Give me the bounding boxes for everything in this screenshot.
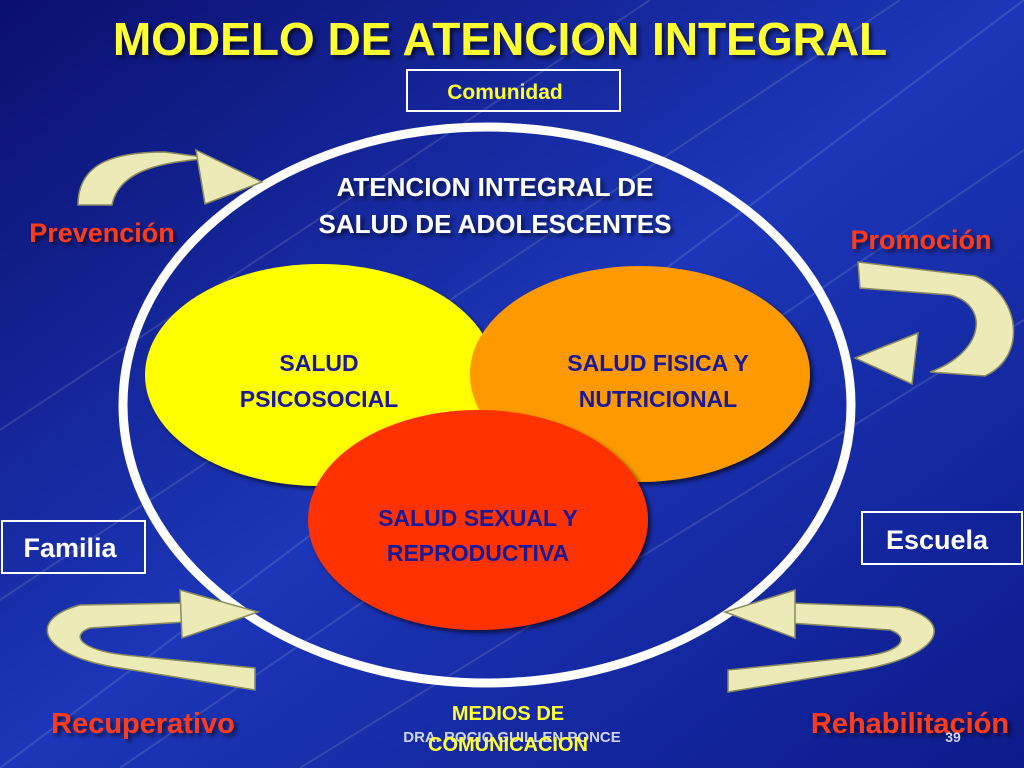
familia-box [1, 520, 146, 574]
arrow-right-icon [853, 261, 1015, 386]
arrow-bottom-right-icon [722, 588, 935, 693]
center-title-line1: ATENCION INTEGRAL DE [337, 172, 654, 202]
sexual-label-line2: REPRODUCTIVA [387, 540, 569, 566]
slide-title: MODELO DE ATENCION INTEGRAL [113, 13, 887, 65]
medios-label-line1: MEDIOS DE [452, 703, 564, 725]
medios-label-line2: COMUNICACION [428, 734, 588, 756]
promocion-label: Promoción [850, 225, 991, 255]
community-box [406, 69, 621, 112]
escuela-box [861, 511, 1023, 565]
recuperativo-label: Recuperativo [51, 708, 235, 740]
fisica-label-line2: NUTRICIONAL [579, 386, 737, 412]
psicosocial-label-line1: SALUD [279, 350, 358, 376]
escuela-label: Escuela [886, 525, 989, 555]
center-title-line2: SALUD DE ADOLESCENTES [319, 209, 672, 239]
psicosocial-label-line2: PSICOSOCIAL [240, 386, 398, 412]
outer-ellipse [118, 122, 856, 688]
sexual-label-line1: SALUD SEXUAL Y [378, 505, 578, 531]
circle-sexual-reproductiva [308, 410, 648, 630]
familia-label: Familia [23, 533, 117, 563]
page-number: 39 [945, 729, 961, 745]
arrow-top-left-icon [77, 148, 264, 206]
community-label: Comunidad [447, 81, 563, 104]
arrow-bottom-left-icon [46, 588, 261, 691]
rehabilitacion-label: Rehabilitación [811, 708, 1009, 740]
prevencion-label: Prevención [29, 218, 175, 248]
fisica-label-line1: SALUD FISICA Y [567, 350, 748, 376]
footer-author: DRA. ROCIO GUILLEN PONCE [403, 729, 621, 746]
